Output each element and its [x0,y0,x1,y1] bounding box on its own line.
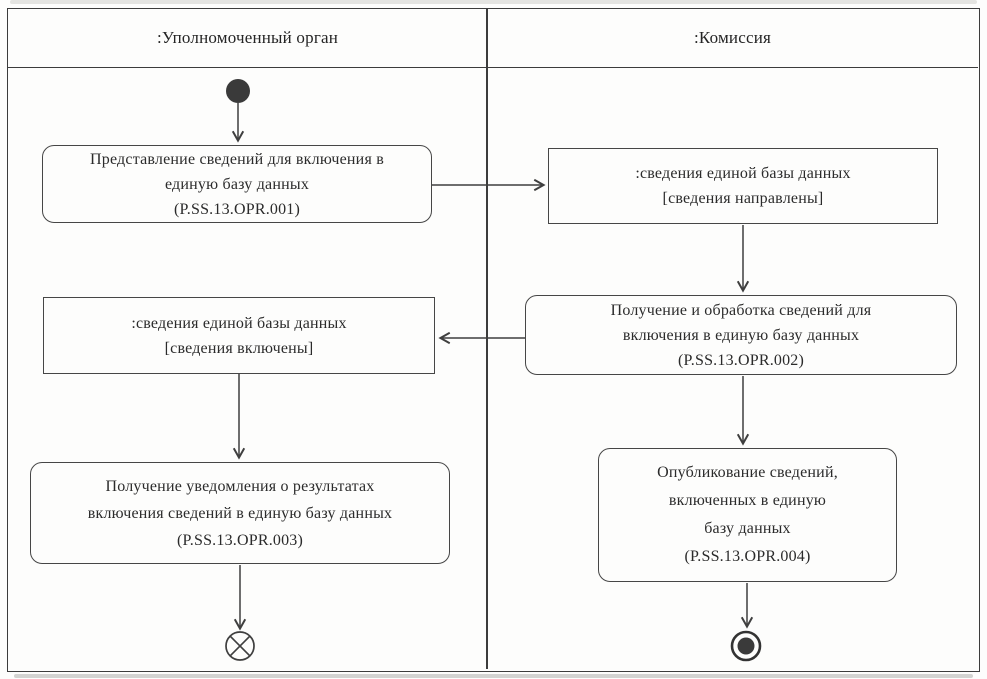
node-label-line: (P.SS.13.OPR.001) [173,200,301,218]
node-label-line: (P.SS.13.OPR.002) [677,351,805,369]
scan-artifact-bottom [14,674,973,678]
action-node-opr-003: Получение уведомления о результатах вклю… [30,462,450,564]
node-label-line: включения сведений в единую базу данных [87,504,393,522]
node-label-line: [сведения включены] [164,339,314,357]
node-label-line: :сведения единой базы данных [131,314,347,332]
swimlane-header: :Уполномоченный орган :Комиссия [8,9,978,68]
node-label-line: единую базу данных [164,175,310,193]
lane-title-commission: :Комиссия [693,28,772,47]
node-label-line: [сведения направлены] [662,190,824,207]
node-label-line: :сведения единой базы данных [635,165,851,182]
node-label-line: Опубликование сведений, [657,464,838,481]
node-label-line: Представление сведений для включения в [90,150,384,168]
action-node-opr-002: Получение и обработка сведений для включ… [525,295,957,375]
object-node-data-included: :сведения единой базы данных [сведения в… [43,297,435,374]
node-label-line: Получение уведомления о результатах [105,477,375,495]
diagram-frame [7,8,980,672]
node-label-line: (P.SS.13.OPR.004) [684,548,811,565]
node-label-line: включенных в единую [668,492,827,509]
lane-title-authorized-body: :Уполномоченный орган [156,28,339,47]
action-node-opr-001: Представление сведений для включения в е… [42,145,432,223]
node-label-line: Получение и обработка сведений для [610,301,872,319]
object-node-data-sent: :сведения единой базы данных [сведения н… [548,148,938,224]
lane-divider [486,9,488,669]
action-node-opr-004: Опубликование сведений, включенных в еди… [598,448,897,582]
node-label-line: (P.SS.13.OPR.003) [176,531,304,549]
node-label-line: базу данных [704,520,791,537]
scan-artifact-top [10,0,977,4]
node-label-line: включения в единую базу данных [622,326,860,344]
